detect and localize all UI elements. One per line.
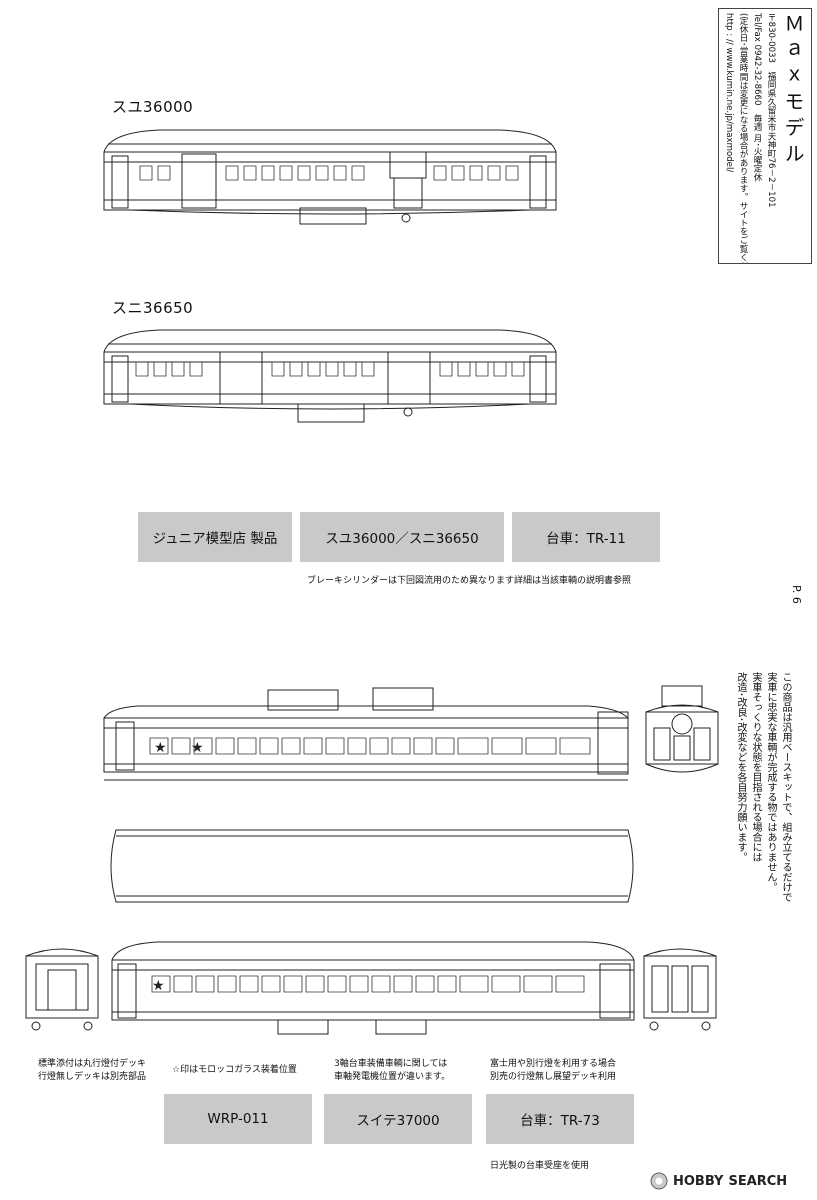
note-nikko-bogie-mount: 日光製の台車受座を使用 — [490, 1161, 590, 1171]
svg-text:★: ★ — [191, 740, 204, 756]
note-three-axle: 3軸台車装備車輌に関しては 車軸発電機位置が違います。 — [334, 1058, 450, 1084]
car-end-view-rear — [22, 940, 104, 1036]
note-detail-reference: 詳細は当該車輌の説明書参照 — [514, 576, 632, 586]
maker-phone: Tel/Fax 0942-32-8660 毎週 月･火曜定休 — [752, 13, 762, 182]
model-label-suni36650: スニ36650 — [112, 299, 194, 317]
note-standard-deck: 標準添付は丸行燈付デッキ 行燈無しデッキは別売部品 — [38, 1058, 146, 1084]
car-drawing-suni36650 — [100, 322, 560, 432]
note-brake-cylinder: ブレーキシリンダーは下回図流用のため異なります — [307, 576, 515, 586]
car-drawing-suyu36000 — [100, 122, 560, 232]
note-three-axle-line1: 3軸台車装備車輌に関しては — [334, 1059, 448, 1069]
disclaimer-line: 実車に忠実な車輌が完成する物ではありません。 — [765, 672, 776, 892]
note-standard-deck-line2: 行燈無しデッキは別売部品 — [38, 1072, 147, 1082]
maker-name: Ｍａｘモデル — [781, 13, 805, 169]
car-roof-plan-view — [102, 820, 642, 912]
disclaimer-line: 改造･改良･改変などを各自努力願います。 — [735, 672, 746, 862]
note-standard-deck-line1: 標準添付は丸行燈付デッキ — [38, 1059, 147, 1069]
logo-text-hobby: HOBBY — [673, 1173, 724, 1189]
maker-hours-note: (定休日･営業時間は変更になる場合があります。サイトをご覧ください) — [738, 13, 748, 264]
box-junior-product: ジュニア模型店 製品 — [138, 512, 292, 562]
hobby-search-logo-icon — [650, 1172, 668, 1190]
note-morocco-glass: ☆印はモロッコガラス装着位置 — [172, 1065, 297, 1075]
car-drawing-suite37000-side: ★ ★ — [98, 684, 638, 788]
logo-text-search: SEARCH — [728, 1173, 788, 1189]
svg-text:★: ★ — [154, 740, 167, 756]
maker-info-box: Ｍａｘモデル 〒830-0033 福岡県久留米市天神町76－2－101 Tel/… — [718, 8, 812, 264]
maker-url[interactable]: http : // www.kumin.ne.jp/maxmodel/ — [724, 13, 734, 173]
car-end-view-observation — [642, 684, 724, 784]
svg-text:★: ★ — [152, 978, 165, 994]
box-model-names: スユ36000／スニ36650 — [300, 512, 504, 562]
note-fuji-lamp: 富士用や別行燈を利用する場合 別売の行燈無し展望デッキ利用 — [490, 1058, 616, 1084]
model-label-suyu36000: スユ36000 — [112, 98, 194, 116]
box-suite37000: スイテ37000 — [324, 1094, 472, 1144]
note-fuji-lamp-line2: 別売の行燈無し展望デッキ利用 — [490, 1072, 617, 1082]
disclaimer-line: この商品は汎用ベースキットで、組み立てるだけで — [780, 672, 791, 902]
disclaimer-text: この商品は汎用ベースキットで、組み立てるだけで 実車に忠実な車輌が完成する物では… — [733, 672, 792, 902]
car-end-view-observation-deck — [640, 940, 722, 1036]
car-drawing-suite37000-side-alt: ★ — [108, 936, 638, 1036]
note-fuji-lamp-line1: 富士用や別行燈を利用する場合 — [490, 1059, 617, 1069]
note-three-axle-line2: 車軸発電機位置が違います。 — [334, 1072, 451, 1082]
box-bogie-tr11: 台車：TR-11 — [512, 512, 660, 562]
box-wrp-011: WRP-011 — [164, 1094, 312, 1144]
maker-address: 〒830-0033 福岡県久留米市天神町76－2－101 — [766, 13, 776, 208]
hobby-search-logo: HOBBY SEARCH — [650, 1170, 787, 1192]
page-number: P. 6 — [790, 585, 803, 604]
disclaimer-line: 実車そっくりな状態を目指される場合には — [750, 672, 761, 862]
box-bogie-tr73: 台車：TR-73 — [486, 1094, 634, 1144]
